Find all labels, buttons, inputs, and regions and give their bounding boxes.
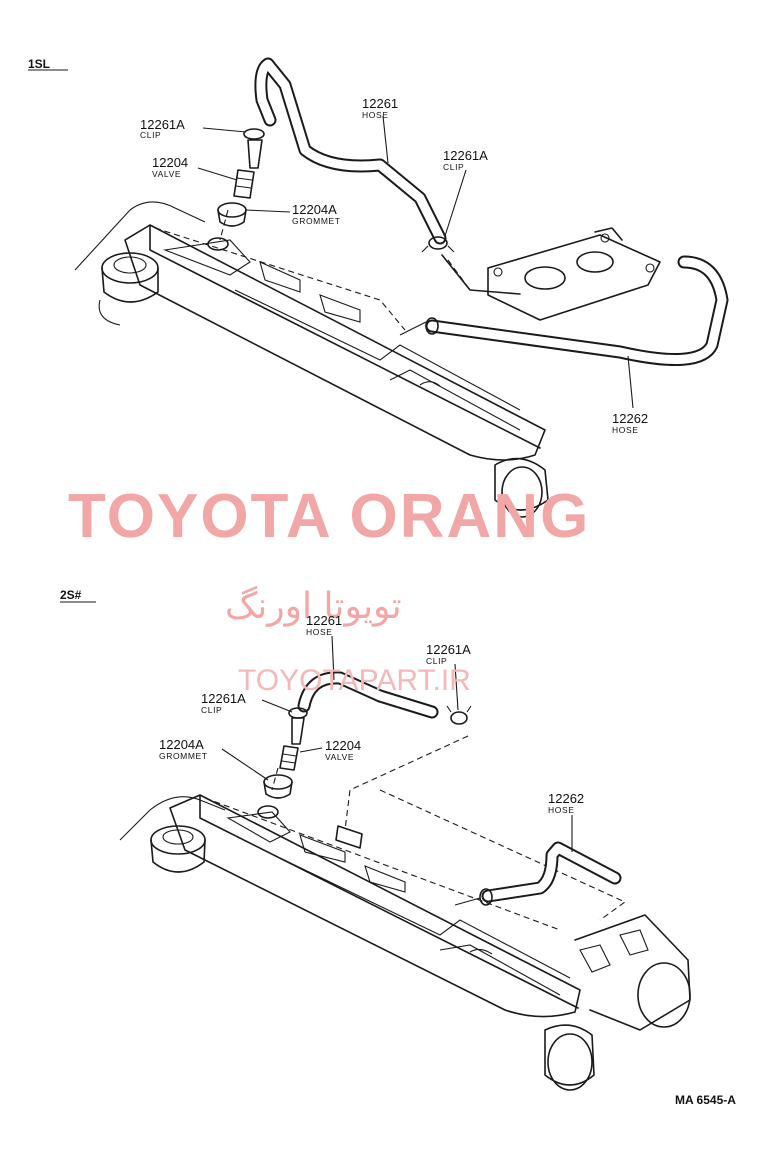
section-2s-drawing [119, 671, 691, 1091]
callout-part-name: VALVE [152, 169, 181, 179]
section-1sl-leaders [28, 69, 634, 409]
callout-part-name: CLIP [201, 705, 222, 715]
section-heading: 2S# [60, 588, 82, 602]
callout-part-name: HOSE [612, 425, 639, 435]
callout-part-number: 12204A [159, 737, 204, 752]
callout-part-name: VALVE [325, 752, 354, 762]
callout-part-number: 12204 [325, 738, 361, 753]
callout-part-name: HOSE [362, 110, 389, 120]
section-2s-leaders [60, 601, 573, 852]
watermark: TOYOTA ORANG تویوتا اورنگ TOYOTAPART.IR [68, 482, 590, 697]
callout-part-number: 12204 [152, 155, 188, 170]
callout-part-number: 12261A [443, 148, 488, 163]
callout-part-name: HOSE [306, 627, 333, 637]
callout-part-number: 12261 [362, 96, 398, 111]
callout-part-number: 12261A [201, 691, 246, 706]
drawing-code: MA 6545-A [675, 1093, 736, 1107]
section-2s-labels: 2S# 12261 HOSE 12261A CLIP 12261A CLIP 1… [60, 588, 584, 815]
section-heading: 1SL [28, 57, 50, 71]
callout-part-name: CLIP [443, 162, 464, 172]
watermark-persian: تویوتا اورنگ [225, 585, 402, 627]
watermark-brand: TOYOTA ORANG [68, 482, 590, 551]
callout-part-number: 12262 [612, 411, 648, 426]
callout-part-name: CLIP [426, 656, 447, 666]
section-1sl-labels: 1SL 12261A CLIP 12204 VALVE 12261 HOSE 1… [28, 57, 648, 435]
callout-part-name: GROMMET [292, 216, 341, 226]
callout-part-name: CLIP [140, 130, 161, 140]
callout-part-number: 12262 [548, 791, 584, 806]
callout-part-name: GROMMET [159, 751, 208, 761]
callout-part-number: 12261A [426, 642, 471, 657]
callout-part-name: HOSE [548, 805, 575, 815]
watermark-site: TOYOTAPART.IR [238, 664, 471, 697]
callout-part-number: 12261 [306, 613, 342, 628]
section-1sl-drawing [74, 57, 729, 518]
callout-part-number: 12204A [292, 202, 337, 217]
callout-part-number: 12261A [140, 117, 185, 132]
